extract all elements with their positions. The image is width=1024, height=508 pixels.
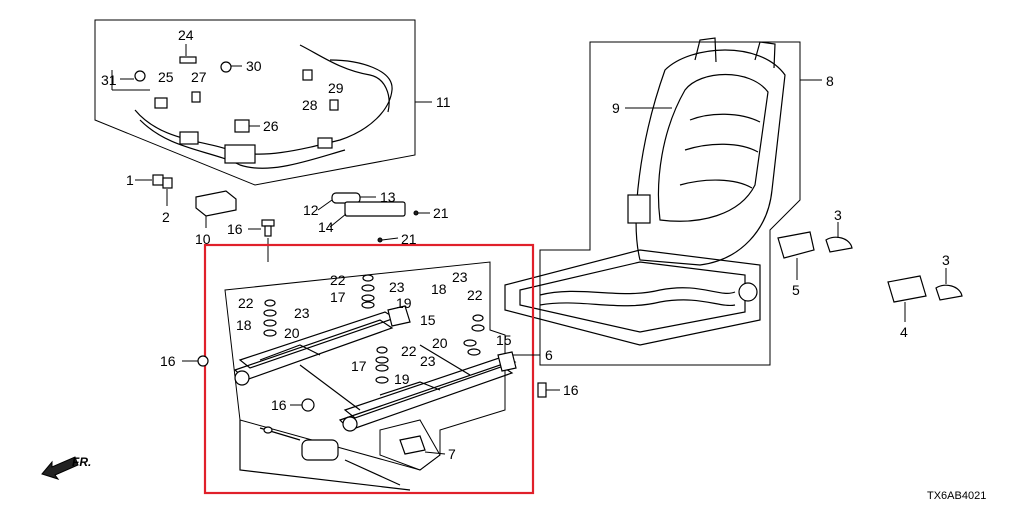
clip-parts-1-2	[135, 174, 173, 206]
callout-11: 11	[436, 94, 451, 110]
callout-labels: 24 31 25 27 30 28 29 26 11 1 2 10 12 13 …	[72, 27, 986, 502]
callout-21b: 21	[401, 231, 417, 247]
callout-9: 9	[612, 100, 620, 116]
callout-15b: 15	[496, 332, 512, 348]
clip-24	[179, 56, 197, 64]
callout-23b: 23	[294, 305, 310, 321]
direction-label: FR.	[72, 455, 91, 469]
adjuster-switch	[379, 419, 446, 471]
callout-6: 6	[545, 347, 553, 363]
seat-frame	[504, 37, 822, 366]
adjuster-highlight-box	[203, 243, 535, 495]
wire-harness-group	[94, 19, 432, 186]
callout-21a: 21	[433, 205, 449, 221]
callout-19b: 19	[394, 371, 410, 387]
callout-4: 4	[900, 324, 908, 340]
connector-26	[234, 119, 250, 133]
callout-12: 12	[303, 202, 319, 218]
callout-22a: 22	[330, 272, 346, 288]
callout-1: 1	[126, 172, 134, 188]
adjuster-motor	[239, 420, 411, 491]
callout-14: 14	[318, 219, 334, 235]
front-direction-arrow	[41, 456, 79, 480]
seat-adjuster-assembly	[182, 261, 560, 491]
callout-24: 24	[178, 27, 194, 43]
washer-stack-right	[463, 314, 485, 356]
callout-8: 8	[826, 73, 834, 89]
washer-stack-lower	[375, 346, 389, 384]
callout-7: 7	[448, 446, 456, 462]
callout-17a: 17	[330, 289, 346, 305]
callout-3b: 3	[942, 252, 950, 268]
clip-28	[302, 69, 313, 81]
callout-29: 29	[328, 80, 344, 96]
callout-30: 30	[246, 58, 262, 74]
washer-stack-center	[361, 274, 375, 309]
callout-23c: 23	[452, 269, 468, 285]
callout-25: 25	[158, 69, 174, 85]
callout-5: 5	[792, 282, 800, 298]
callout-3a: 3	[834, 207, 842, 223]
callout-17b: 17	[351, 358, 367, 374]
callout-27: 27	[191, 69, 207, 85]
hinge-covers-3-5	[777, 222, 963, 322]
callout-22b: 22	[238, 295, 254, 311]
callout-22c: 22	[467, 287, 483, 303]
clip-29	[329, 99, 339, 111]
callout-16d: 16	[563, 382, 579, 398]
callout-20a: 20	[284, 325, 300, 341]
callout-22d: 22	[401, 343, 417, 359]
bolt-16-upper	[248, 219, 275, 262]
callout-20b: 20	[432, 335, 448, 351]
clip-30	[220, 61, 232, 73]
callout-16a: 16	[227, 221, 243, 237]
callout-18a: 18	[236, 317, 252, 333]
callout-13: 13	[380, 189, 396, 205]
callout-18b: 18	[431, 281, 447, 297]
callout-15a: 15	[420, 312, 436, 328]
callout-10: 10	[195, 231, 211, 247]
clip-25	[154, 97, 168, 109]
callout-2: 2	[162, 209, 170, 225]
callout-28: 28	[302, 97, 318, 113]
control-module-10	[195, 190, 237, 228]
clip-31	[134, 70, 146, 82]
callout-16c: 16	[271, 397, 287, 413]
callout-23a: 23	[389, 279, 405, 295]
callout-16b: 16	[160, 353, 176, 369]
callout-19a: 19	[396, 295, 412, 311]
washer-stack-left	[263, 299, 277, 337]
cover-parts-12-14	[317, 192, 430, 243]
callout-23d: 23	[420, 353, 436, 369]
callout-26: 26	[263, 118, 279, 134]
clip-27	[191, 91, 201, 103]
diagram-code: TX6AB4021	[927, 490, 986, 502]
callout-31: 31	[101, 72, 117, 88]
